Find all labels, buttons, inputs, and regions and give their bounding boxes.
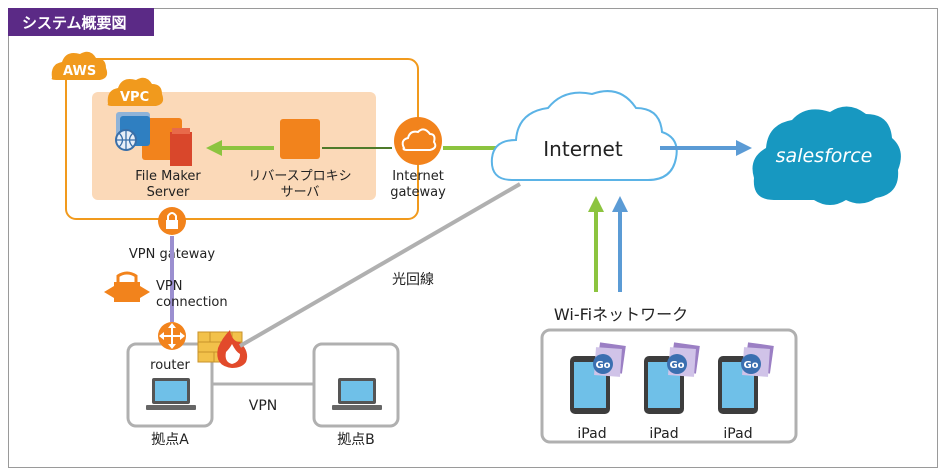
firewall-icon bbox=[197, 330, 248, 368]
igw-label-1: Internet bbox=[392, 169, 444, 184]
ipad-badge-1: Go bbox=[595, 360, 610, 371]
internet-cloud bbox=[490, 90, 678, 181]
proxy-to-filemaker-arrow bbox=[206, 140, 274, 156]
fiber-line-label: 光回線 bbox=[392, 272, 434, 288]
ipad-device-2 bbox=[644, 342, 700, 414]
ipad-device-1 bbox=[570, 342, 626, 414]
internet-gateway-icon bbox=[394, 117, 442, 165]
vpn-link-label: VPN bbox=[249, 398, 278, 414]
aws-cloud-badge: AWS bbox=[51, 51, 108, 80]
ipad-label-2: iPad bbox=[649, 426, 678, 442]
igw-label-2: gateway bbox=[390, 185, 446, 200]
router-icon bbox=[158, 322, 186, 350]
vpn-connection-icon bbox=[104, 271, 150, 302]
filemaker-label-2: Server bbox=[147, 185, 190, 200]
salesforce-logo bbox=[752, 106, 901, 205]
reverse-proxy-server-icon bbox=[280, 119, 320, 159]
site-b-label: 拠点B bbox=[337, 432, 375, 448]
vpc-label: VPC bbox=[120, 90, 149, 105]
fiber-line bbox=[238, 182, 522, 348]
ipad-label-3: iPad bbox=[723, 426, 752, 442]
reverse-proxy-label-2: サーバ bbox=[281, 185, 320, 200]
ipad-badge-3: Go bbox=[743, 360, 758, 371]
wifi-label: Wi-Fiネットワーク bbox=[554, 305, 688, 324]
site-a-laptop-icon bbox=[146, 378, 196, 410]
vpn-connection-label-1: VPN bbox=[156, 279, 182, 294]
vpn-gateway-lock-icon bbox=[158, 207, 186, 235]
ipad-device-3 bbox=[718, 342, 774, 414]
reverse-proxy-label-1: リバースプロキシ bbox=[248, 169, 351, 184]
aws-label: AWS bbox=[63, 64, 96, 79]
page-title: システム概要図 bbox=[22, 14, 127, 32]
filemaker-label-1: File Maker bbox=[135, 169, 201, 184]
site-b-laptop-icon bbox=[332, 378, 382, 410]
vpn-connection-label-2: connection bbox=[156, 295, 228, 310]
wifi-blue-arrow bbox=[612, 196, 628, 292]
site-a-label: 拠点A bbox=[151, 432, 189, 448]
wifi-green-arrow bbox=[588, 196, 604, 292]
ipad-badge-2: Go bbox=[669, 360, 684, 371]
header-badge: システム概要図 bbox=[8, 8, 154, 36]
router-label: router bbox=[150, 358, 190, 373]
internet-label: Internet bbox=[543, 137, 623, 161]
vpc-cloud-badge: VPC bbox=[107, 77, 164, 106]
salesforce-label: salesforce bbox=[776, 145, 873, 167]
filemaker-server-icon bbox=[115, 112, 192, 166]
internet-to-salesforce-arrow bbox=[660, 140, 752, 156]
ipad-label-1: iPad bbox=[577, 426, 606, 442]
